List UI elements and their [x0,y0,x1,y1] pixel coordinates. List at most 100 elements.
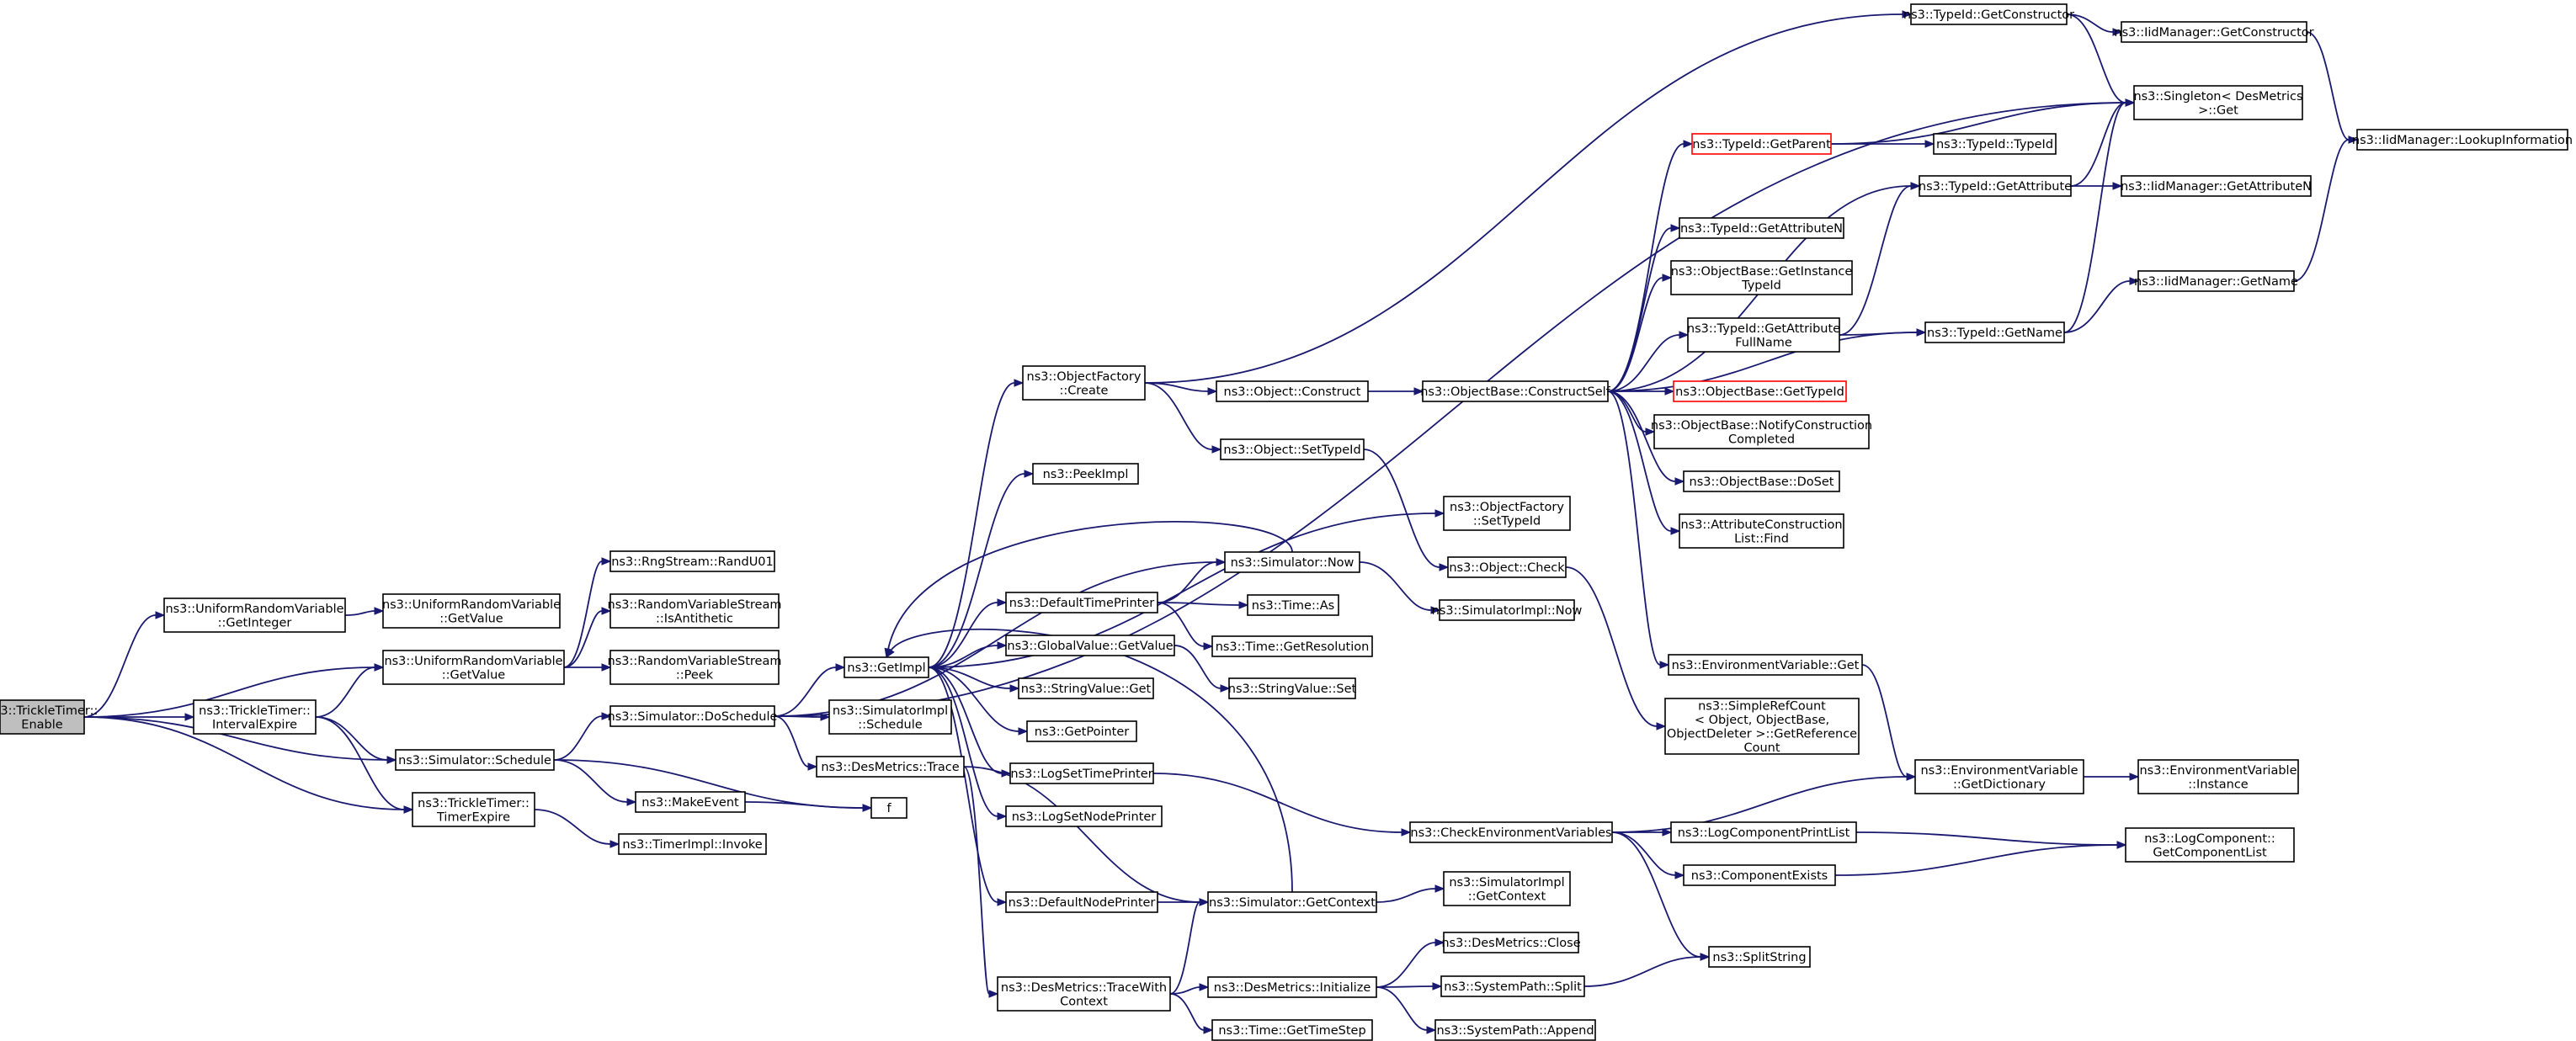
node-ttie[interactable]: ns3::TrickleTimer::IntervalExpire [193,699,317,735]
node-dmt[interactable]: ns3::DesMetrics::Trace [816,756,965,778]
node-ss[interactable]: ns3::SplitString [1708,946,1811,968]
node-svg[interactable]: ns3::StringValue::Get [1018,677,1154,699]
node-lcgcl[interactable]: ns3::LogComponent::GetComponentList [2125,827,2295,863]
edge-line [2063,102,2126,333]
node-te[interactable]: ns3::TrickleTimer::Enable [0,699,98,735]
node-label: ns3::SystemPath::Append [1436,1024,1594,1038]
edge-urvgv2-to-rsr [563,557,612,668]
node-lcpl[interactable]: ns3::LogComponentPrintList [1670,821,1857,843]
node-oc[interactable]: ns3::Object::Construct [1216,380,1369,402]
node-iimli[interactable]: ns3::IidManager::LookupInformation [2352,129,2573,151]
node-tgan[interactable]: ns3::TypeId::GetAttributeN [1679,217,1844,239]
node-rvsp[interactable]: ns3::RandomVariableStream::Peek [608,650,782,685]
node-label: ns3::TrickleTimer:: [418,797,530,810]
edge-line [1839,185,1912,336]
node-ssch[interactable]: ns3::Simulator::Schedule [395,749,555,771]
node-evgd[interactable]: ns3::EnvironmentVariable::GetDictionary [1914,759,2084,794]
node-tgts[interactable]: ns3::Time::GetTimeStep [1211,1019,1373,1041]
node-ttte[interactable]: ns3::TrickleTimer::TimerExpire [412,792,535,827]
node-tti[interactable]: ns3::TypeId::TypeId [1933,133,2057,155]
node-lsnp[interactable]: ns3::LogSetNodePrinter [1005,805,1163,827]
node-iimgc[interactable]: ns3::IidManager::GetConstructor [2114,21,2314,43]
node-sn[interactable]: ns3::Simulator::Now [1224,551,1360,573]
edge-arrowhead [601,663,612,672]
node-obcs[interactable]: ns3::ObjectBase::ConstructSelf [1420,380,1611,402]
node-label: ns3::ObjectBase::DoSet [1690,475,1834,489]
node-me[interactable]: ns3::MakeEvent [635,791,746,813]
node-sgc[interactable]: ns3::Simulator::GetContext [1207,891,1377,913]
node-cev[interactable]: ns3::CheckEnvironmentVariables [1409,821,1613,843]
node-obds[interactable]: ns3::ObjectBase::DoSet [1683,470,1840,492]
node-iimgn[interactable]: ns3::IidManager::GetName [2134,270,2298,292]
node-dmi[interactable]: ns3::DesMetrics::Initialize [1207,976,1377,998]
node-urvgv[interactable]: ns3::UniformRandomVariable::GetValue [382,593,561,629]
node-label: ns3::LogComponentPrintList [1678,826,1850,840]
node-spa[interactable]: ns3::SystemPath::Append [1434,1019,1596,1041]
edge-ttie-to-ttte [315,716,414,814]
node-sdmg[interactable]: ns3::Singleton< DesMetrics>::Get [2133,85,2303,120]
edge-ofc-to-tgc [1144,10,1913,384]
node-sigc[interactable]: ns3::SimulatorImpl::GetContext [1443,871,1571,906]
edge-ssch-to-me [553,759,637,806]
node-tii[interactable]: ns3::TimerImpl::Invoke [618,833,767,855]
edge-line [1834,844,2118,876]
node-pi[interactable]: ns3::PeekImpl [1032,463,1139,485]
node-ofc[interactable]: ns3::ObjectFactory::Create [1022,365,1146,401]
node-sin[interactable]: ns3::SimulatorImpl::Now [1432,599,1583,621]
node-f[interactable]: f [870,797,907,819]
node-box [1005,635,1175,656]
node-urvgi[interactable]: ns3::UniformRandomVariable::GetInteger [163,598,346,633]
edge-line [344,610,375,616]
node-tgr[interactable]: ns3::Time::GetResolution [1211,635,1373,657]
node-box [1443,871,1571,906]
node-gi[interactable]: ns3::GetImpl [844,656,929,678]
node-lstp[interactable]: ns3::LogSetTimePrinter [1009,762,1154,784]
node-label: Completed [1728,433,1795,446]
node-ofstid[interactable]: ns3::ObjectFactory::SetTypeId [1443,496,1571,531]
edge-oc-to-obcs [1368,387,1424,396]
node-evi[interactable]: ns3::EnvironmentVariable::Instance [2137,759,2299,794]
node-iimgan[interactable]: ns3::IidManager::GetAttributeN [2121,175,2312,197]
node-label: ns3::ObjectBase::GetInstance [1671,265,1853,279]
edge-arrowhead [1664,387,1675,396]
node-box [1443,496,1571,531]
node-ce[interactable]: ns3::ComponentExists [1683,864,1836,886]
node-rvsia[interactable]: ns3::RandomVariableStream::IsAntithetic [608,593,782,629]
node-ta[interactable]: ns3::Time::As [1247,594,1339,616]
node-sps[interactable]: ns3::SystemPath::Split [1440,975,1585,997]
edge-line [1157,602,1240,606]
edge-obcs-to-obds [1607,390,1685,486]
edge-line [2066,13,2114,33]
node-tgc[interactable]: ns3::TypeId::GetConstructor [1903,3,2074,25]
node-ostid[interactable]: ns3::Object::SetTypeId [1220,438,1365,460]
node-box [1670,821,1857,843]
node-urvgv2[interactable]: ns3::UniformRandomVariable::GetValue [382,650,565,685]
node-tgn[interactable]: ns3::TypeId::GetName [1924,321,2065,343]
node-gp[interactable]: ns3::GetPointer [1026,720,1137,742]
edge-gi-to-dnp [928,667,1008,906]
node-sis[interactable]: ns3::SimulatorImpl::Schedule [828,699,952,735]
node-label: ns3::IidManager::GetName [2134,275,2298,289]
node-label: ns3::AttributeConstruction [1680,518,1842,532]
edge-arrowhead [1430,606,1441,614]
node-evg[interactable]: ns3::EnvironmentVariable::Get [1668,654,1863,676]
node-rsr[interactable]: ns3::RngStream::RandU01 [609,550,775,572]
node-dtp[interactable]: ns3::DefaultTimePrinter [1005,592,1158,613]
node-tga[interactable]: ns3::TypeId::GetAttribute [1919,175,2072,197]
node-ochk[interactable]: ns3::Object::Check [1447,556,1567,578]
node-tgpar[interactable]: ns3::TypeId::GetParent [1691,133,1832,155]
node-box [1683,470,1840,492]
node-obgt[interactable]: ns3::ObjectBase::GetTypeId [1673,380,1847,402]
node-src[interactable]: ns3::SimpleRefCount< Object, ObjectBase,… [1664,698,1860,755]
node-obnc[interactable]: ns3::ObjectBase::NotifyConstructionCompl… [1651,414,1872,449]
node-dnp[interactable]: ns3::DefaultNodePrinter [1005,891,1158,913]
node-svs[interactable]: ns3::StringValue::Set [1228,677,1357,699]
node-dmc[interactable]: ns3::DesMetrics::Close [1441,932,1581,953]
node-sds[interactable]: ns3::Simulator::DoSchedule [608,705,778,727]
edge-dmi-to-spa [1376,986,1437,1034]
node-gvgv[interactable]: ns3::GlobalValue::GetValue [1005,635,1175,656]
